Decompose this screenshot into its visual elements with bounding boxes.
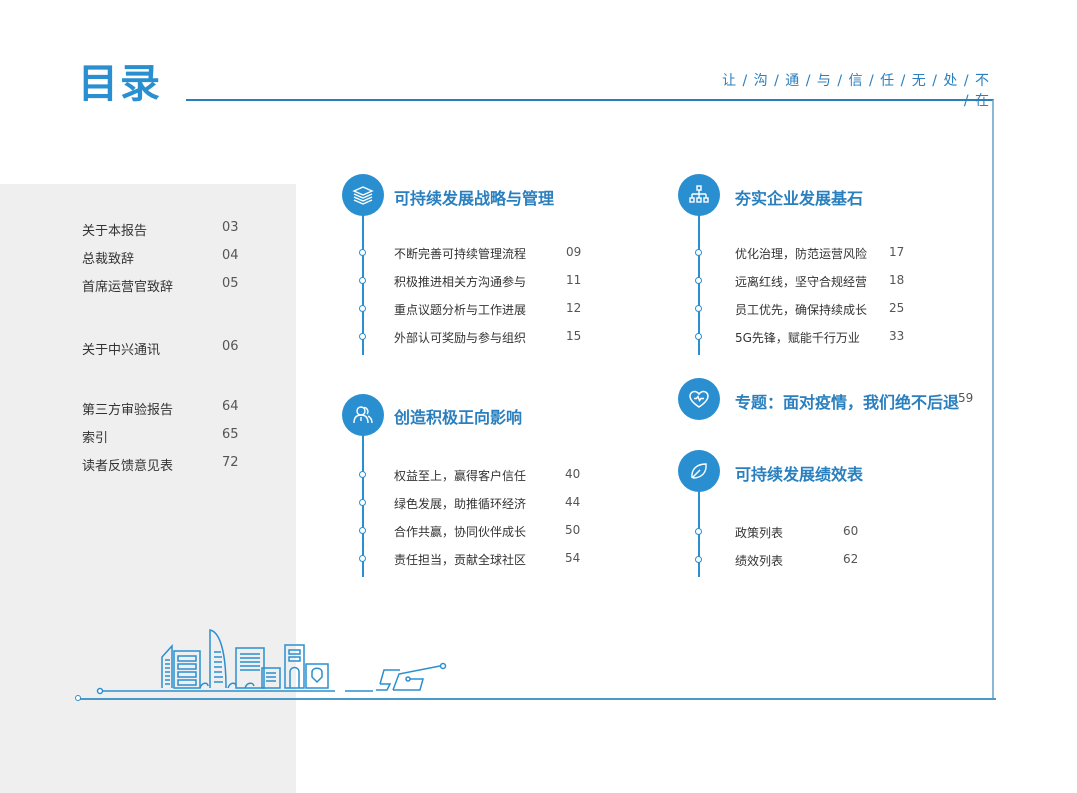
toc-item-index[interactable]: 索引 65 bbox=[82, 427, 242, 447]
people-icon bbox=[342, 394, 384, 436]
timeline-node bbox=[359, 471, 366, 478]
timeline-node bbox=[359, 555, 366, 562]
toc-item-feedback-form[interactable]: 读者反馈意见表 72 bbox=[82, 455, 242, 475]
toc-item-page: 06 bbox=[222, 339, 239, 354]
city-skyline-illustration bbox=[96, 629, 447, 695]
section-title-foundation[interactable]: 夯实企业发展基石 bbox=[735, 189, 864, 208]
timeline-node bbox=[359, 499, 366, 506]
sub-item[interactable]: 政策列表 bbox=[735, 526, 784, 540]
toc-item-president-message[interactable]: 总裁致辞 04 bbox=[82, 248, 242, 268]
toc-item-label: 读者反馈意见表 bbox=[82, 459, 174, 474]
toc-item-label: 第三方审验报告 bbox=[82, 403, 174, 418]
page-title: 目录 bbox=[78, 61, 162, 107]
sub-item-page: 54 bbox=[565, 551, 581, 565]
toc-item-label: 索引 bbox=[82, 431, 109, 446]
toc-item-page: 05 bbox=[222, 276, 239, 291]
sub-item[interactable]: 绩效列表 bbox=[735, 554, 784, 568]
toc-item-coo-message[interactable]: 首席运营官致辞 05 bbox=[82, 276, 242, 296]
timeline-node bbox=[359, 277, 366, 284]
timeline-node bbox=[695, 528, 702, 535]
section-title-impact[interactable]: 创造积极正向影响 bbox=[394, 408, 523, 427]
sub-item[interactable]: 远离红线，坚守合规经营 bbox=[735, 275, 868, 289]
section-title-performance[interactable]: 可持续发展绩效表 bbox=[735, 465, 864, 484]
sub-item-page: 18 bbox=[889, 273, 905, 287]
sub-item-page: 44 bbox=[565, 495, 581, 509]
section-timeline-line bbox=[362, 215, 364, 355]
leaf-icon bbox=[678, 450, 720, 492]
sub-item-page: 33 bbox=[889, 329, 905, 343]
sub-item[interactable]: 积极推进相关方沟通参与 bbox=[394, 275, 527, 289]
timeline-node bbox=[359, 527, 366, 534]
timeline-node bbox=[695, 277, 702, 284]
sub-item[interactable]: 责任担当，贡献全球社区 bbox=[394, 553, 527, 567]
timeline-node bbox=[695, 249, 702, 256]
stack-icon bbox=[342, 174, 384, 216]
org-chart-icon bbox=[678, 174, 720, 216]
toc-item-label: 关于中兴通讯 bbox=[82, 343, 161, 358]
content-frame bbox=[186, 99, 994, 699]
sub-item-page: 09 bbox=[566, 245, 582, 259]
frame-bottom-dot bbox=[75, 695, 81, 701]
toc-item-label: 关于本报告 bbox=[82, 224, 148, 239]
timeline-node bbox=[359, 249, 366, 256]
sub-item-page: 17 bbox=[889, 245, 905, 259]
sub-item-page: 11 bbox=[566, 273, 582, 287]
timeline-node bbox=[695, 305, 702, 312]
sub-item[interactable]: 员工优先，确保持续成长 bbox=[735, 303, 868, 317]
sub-item[interactable]: 外部认可奖励与参与组织 bbox=[394, 331, 527, 345]
toc-item-label: 总裁致辞 bbox=[82, 252, 135, 267]
sub-item-page: 15 bbox=[566, 329, 582, 343]
sub-item-page: 60 bbox=[843, 524, 859, 538]
sub-item-page: 40 bbox=[565, 467, 581, 481]
sub-item-page: 25 bbox=[889, 301, 905, 315]
toc-item-page: 04 bbox=[222, 248, 239, 263]
section-timeline-line bbox=[698, 215, 700, 355]
toc-item-page: 65 bbox=[222, 427, 239, 442]
timeline-node bbox=[695, 556, 702, 563]
sub-item[interactable]: 优化治理，防范运营风险 bbox=[735, 247, 868, 261]
timeline-node bbox=[359, 333, 366, 340]
sub-item-page: 50 bbox=[565, 523, 581, 537]
toc-item-assurance-report[interactable]: 第三方审验报告 64 bbox=[82, 399, 242, 419]
sub-item[interactable]: 绿色发展，助推循环经济 bbox=[394, 497, 527, 511]
section-title-special-topic[interactable]: 专题：面对疫情，我们绝不后退 bbox=[735, 393, 960, 412]
toc-item-label: 首席运营官致辞 bbox=[82, 280, 174, 295]
toc-item-page: 72 bbox=[222, 455, 239, 470]
sub-item[interactable]: 重点议题分析与工作进展 bbox=[394, 303, 527, 317]
toc-item-about-zte[interactable]: 关于中兴通讯 06 bbox=[82, 339, 242, 359]
section-title-strategy[interactable]: 可持续发展战略与管理 bbox=[394, 189, 555, 208]
sub-item[interactable]: 5G先锋，赋能千行万业 bbox=[735, 331, 860, 345]
timeline-node bbox=[695, 333, 702, 340]
heart-pulse-icon bbox=[678, 378, 720, 420]
toc-item-about-report[interactable]: 关于本报告 03 bbox=[82, 220, 242, 240]
sub-item-page: 12 bbox=[566, 301, 582, 315]
timeline-node bbox=[359, 305, 366, 312]
tagline: 让 / 沟 / 通 / 与 / 信 / 任 / 无 / 处 / 不 / 在 bbox=[722, 73, 990, 109]
sub-item-page: 62 bbox=[843, 552, 859, 566]
sub-item[interactable]: 合作共赢，协同伙伴成长 bbox=[394, 525, 527, 539]
frame-bottom-line bbox=[78, 698, 996, 700]
sub-item[interactable]: 不断完善可持续管理流程 bbox=[394, 247, 527, 261]
toc-item-page: 64 bbox=[222, 399, 239, 414]
sub-item[interactable]: 权益至上，赢得客户信任 bbox=[394, 469, 527, 483]
special-topic-page: 59 bbox=[958, 391, 974, 405]
toc-item-page: 03 bbox=[222, 220, 239, 235]
